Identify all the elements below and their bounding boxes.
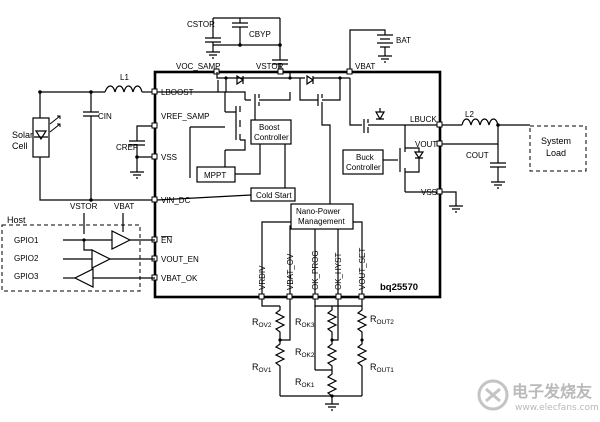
boost-controller-block (250, 119, 292, 145)
rok3-label: ROK3 (295, 317, 315, 329)
cstor-label: CSTOR (187, 20, 215, 29)
bat-label: BAT (396, 36, 411, 45)
boost-controller-label-1: Boost (259, 123, 280, 132)
pin-vout-marker (436, 140, 443, 147)
pin-vstor: VSTOR (256, 62, 284, 71)
vin-dc-to-cold-start-wire (156, 194, 252, 201)
pin-vss-right: VSS (421, 188, 437, 197)
system-load-label-1: System (541, 136, 571, 146)
pin-vrdiv-marker (258, 293, 265, 300)
pin-lbuck: LBUCK (410, 115, 437, 124)
pin-lbuck-marker (436, 121, 443, 128)
pin-vref-samp-marker (151, 122, 158, 129)
pin-vbat-ov-marker (286, 293, 293, 300)
cold-start-block (250, 187, 296, 202)
rov2-label: ROV2 (252, 317, 272, 329)
resistor-dividers (261, 299, 368, 411)
mppt-label: MPPT (204, 171, 226, 180)
cold-start-label: Cold Start (256, 191, 292, 200)
pin-vbat-ov: VBAT_OV (286, 253, 295, 290)
host-buffers (63, 213, 155, 288)
pin-vin-dc: VIN_DC (161, 196, 191, 205)
gpio2-label: GPIO2 (14, 254, 39, 263)
nano-power-label-2: Management (298, 217, 345, 226)
pin-ok-hyst: OK_HYST (334, 253, 343, 290)
host-vbat-label: VBAT (114, 202, 134, 211)
pin-vout-set-marker (358, 293, 365, 300)
boost-controller-label-2: Controller (254, 133, 289, 142)
buck-controller-block (342, 149, 384, 175)
watermark-text: 电子发烧友 (512, 382, 593, 401)
host-block (1, 224, 141, 292)
pin-vref-samp: VREF_SAMP (161, 112, 209, 121)
battery-symbol (349, 29, 393, 72)
watermark-url: www.elecfans.com (515, 403, 599, 413)
pin-ok-prog-marker (312, 293, 319, 300)
cstor-cbyp-capacitors (205, 17, 288, 72)
pin-vbat-ok: VBAT_OK (161, 274, 198, 283)
pin-vstor-marker (277, 68, 284, 75)
gpio3-label: GPIO3 (14, 272, 39, 281)
solar-cell-label-line1: Solar (12, 130, 33, 140)
buck-controller-label-2: Controller (346, 163, 381, 172)
cout-label: COUT (466, 151, 489, 160)
pin-en: EN (161, 236, 172, 245)
pin-vout: VOUT (415, 140, 437, 149)
pin-lboost-marker (151, 88, 158, 95)
nano-power-management-block (290, 203, 354, 230)
pin-vrdiv: VRDIV (258, 265, 267, 290)
pin-vout-en: VOUT_EN (161, 255, 199, 264)
rov1-label: ROV1 (252, 362, 272, 374)
rok2-label: ROK2 (295, 347, 315, 359)
buck-controller-label-1: Buck (356, 153, 375, 162)
cin-label: CIN (98, 112, 112, 121)
pin-vout-set: VOUT_SET (358, 248, 367, 290)
nano-bottom-lines (261, 221, 363, 297)
rout1-label: ROUT1 (370, 362, 394, 374)
watermark-logo (477, 379, 509, 411)
pin-ok-hyst-marker (335, 293, 342, 300)
rok1-label: ROK1 (295, 377, 315, 389)
l2-label: L2 (465, 110, 474, 119)
l1-label: L1 (120, 73, 129, 82)
mppt-to-boost-wire (235, 144, 261, 175)
pin-vss-left-marker (151, 153, 158, 160)
rout2-label: ROUT2 (370, 314, 394, 326)
input-network (32, 85, 155, 202)
system-load-label-2: Load (546, 148, 566, 158)
pin-vin-dc-marker (151, 196, 158, 203)
ic-body (153, 70, 442, 299)
nano-power-label-1: Nano-Power (296, 207, 341, 216)
pin-voc-samp: VOC_SAMP (176, 62, 220, 71)
pin-vbat: VBAT (355, 62, 375, 71)
pin-vss-left: VSS (161, 153, 177, 162)
ic-part-number: bq25570 (380, 282, 418, 293)
pin-vbat-marker (346, 68, 353, 75)
cref-label: CREF (116, 143, 138, 152)
buck-stage (349, 78, 440, 193)
pin-ok-prog: OK_PROG (311, 250, 320, 290)
host-vstor-label: VSTOR (70, 202, 98, 211)
gpio1-label: GPIO1 (14, 236, 39, 245)
pin-vss-right-marker (436, 188, 443, 195)
cref-capacitor (129, 125, 155, 179)
solar-cell-label-line2: Cell (12, 141, 28, 151)
host-label: Host (7, 215, 26, 225)
output-network (442, 118, 587, 213)
cbyp-label: CBYP (249, 30, 271, 39)
